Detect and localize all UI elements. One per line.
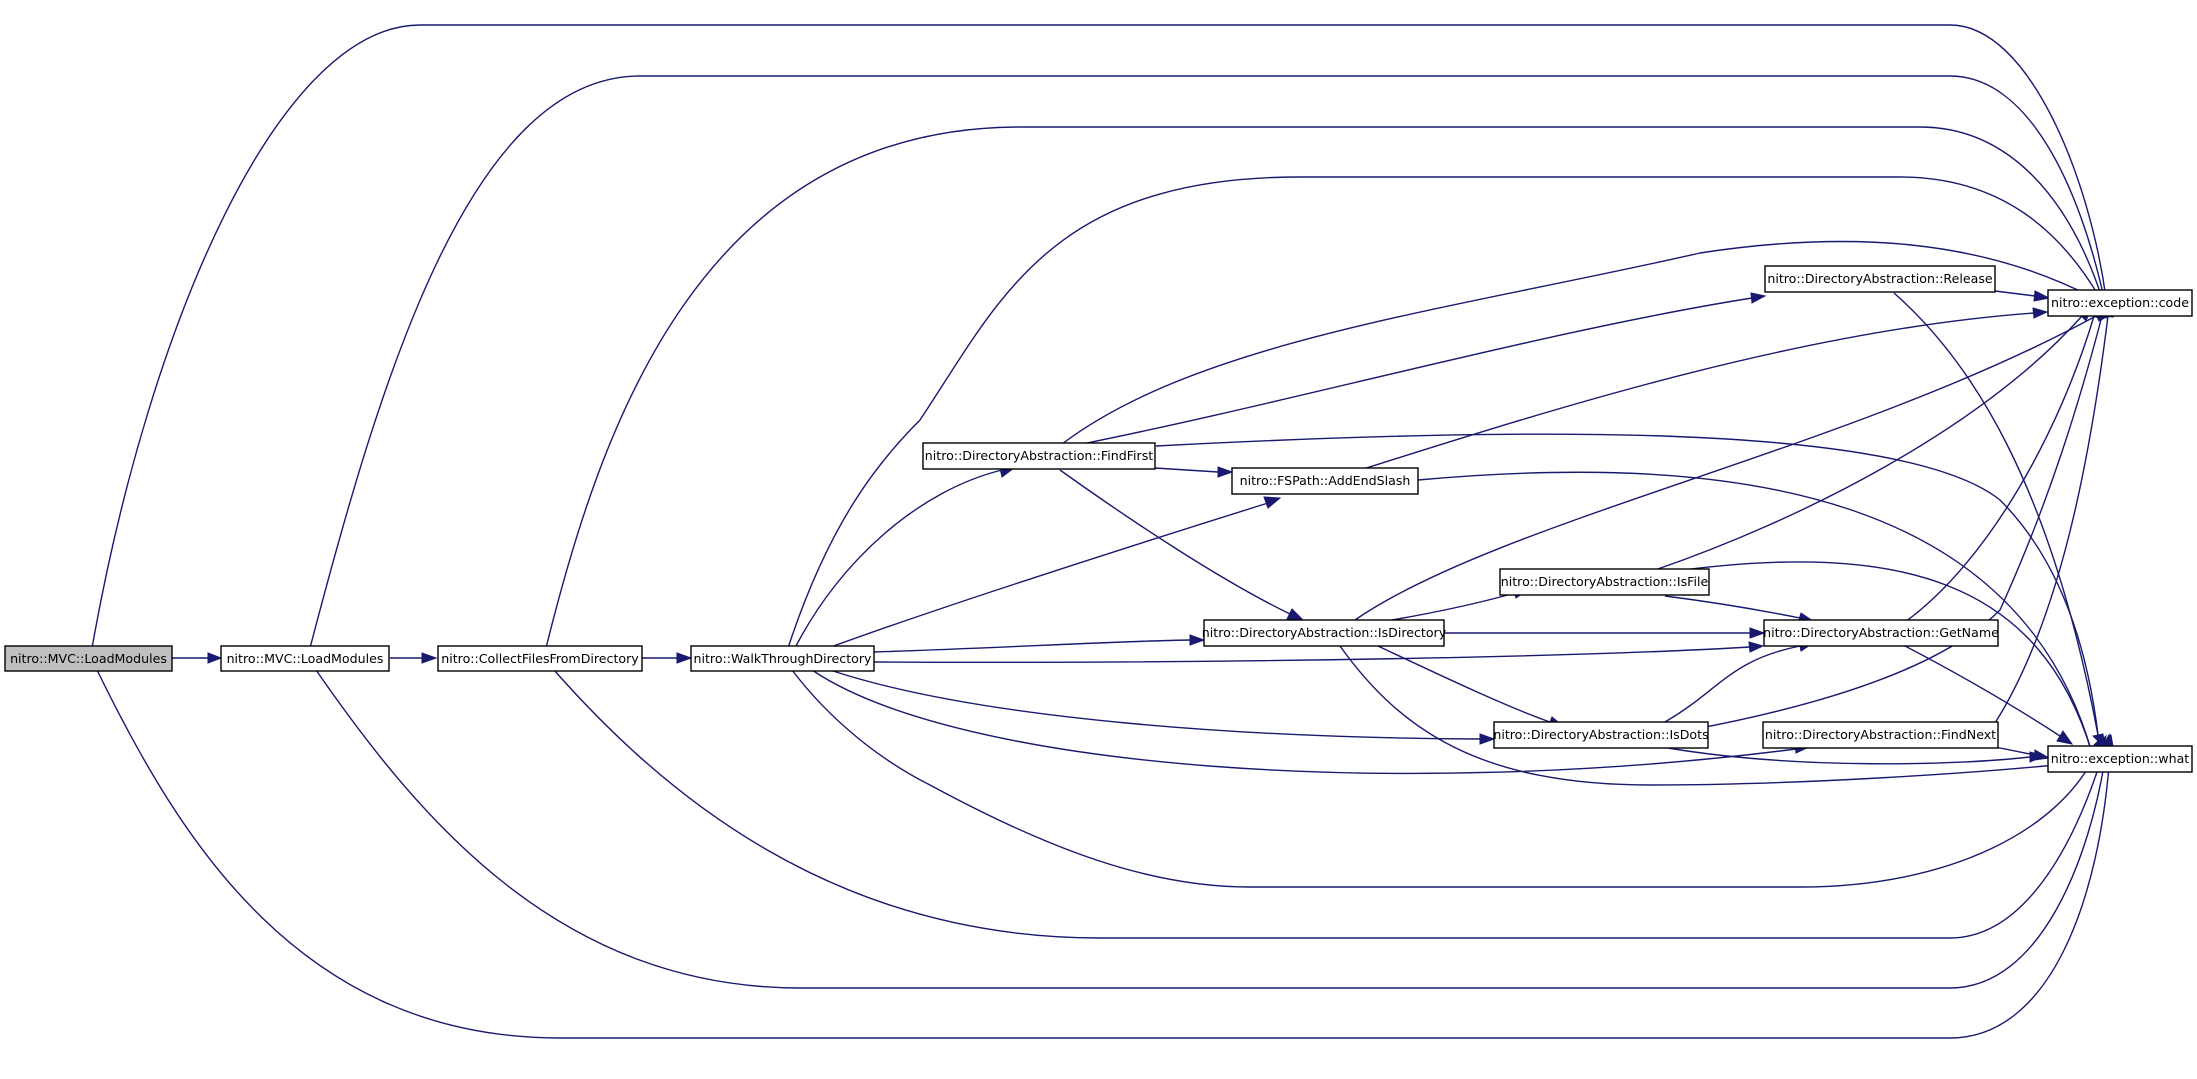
edge-isdots-to-what	[1667, 747, 2046, 765]
edge-wt-to-what	[791, 669, 2107, 888]
node-release[interactable]: nitro::DirectoryAbstraction::Release	[1764, 265, 1996, 293]
edge-wt-to-isdir	[873, 634, 1206, 653]
edge-rel-to-code	[1994, 290, 2051, 302]
edge-root-to-code	[91, 24, 2114, 649]
node-findfirst[interactable]: nitro::DirectoryAbstraction::FindFirst	[922, 442, 1156, 470]
edge-isdots-to-code	[1689, 301, 2108, 731]
node-label: nitro::DirectoryAbstraction::FindFirst	[925, 448, 1153, 463]
node-addendslash[interactable]: nitro::FSPath::AddEndSlash	[1231, 467, 1419, 495]
node-exception-code[interactable]: nitro::exception::code	[2047, 289, 2193, 317]
edge-isdir-to-gn	[1444, 627, 1766, 639]
edge-cf-to-wt	[642, 652, 693, 664]
node-mvc-loadmodules[interactable]: nitro::MVC::LoadModules	[220, 645, 390, 672]
edge-wt-to-aes	[827, 496, 1282, 649]
edge-cf-to-code	[545, 126, 2110, 649]
edge-cf-to-what	[553, 669, 2111, 939]
edge-isdir-to-what	[1339, 645, 2091, 786]
node-walkthroughdirectory[interactable]: nitro::WalkThroughDirectory	[690, 645, 875, 672]
node-label: nitro::FSPath::AddEndSlash	[1240, 473, 1411, 488]
edge-wt-to-code	[787, 176, 2110, 649]
node-label: nitro::exception::what	[2051, 751, 2190, 766]
node-root-mvc-loadmodules[interactable]: nitro::MVC::LoadModules	[4, 645, 173, 672]
edge-lm2-to-cf	[390, 652, 438, 664]
edge-ff-to-aes	[1154, 466, 1234, 478]
edge-aes-to-what	[1417, 471, 2101, 758]
node-label: nitro::DirectoryAbstraction::FindNext	[1765, 727, 1996, 742]
edge-lm2-to-what	[315, 669, 2113, 989]
node-label: nitro::MVC::LoadModules	[10, 651, 167, 666]
node-label: nitro::DirectoryAbstraction::Release	[1767, 271, 1993, 286]
node-isfile[interactable]: nitro::DirectoryAbstraction::IsFile	[1499, 568, 1710, 596]
edge-fn-to-what	[1994, 746, 2051, 761]
edge-ff-to-rel	[1081, 292, 1767, 445]
edge-rel-to-what	[1893, 292, 2106, 750]
edge-wt-to-gn	[873, 641, 1765, 664]
call-nodes: nitro::MVC::LoadModules nitro::MVC::Load…	[4, 265, 2193, 773]
node-isdirectory[interactable]: nitro::DirectoryAbstraction::IsDirectory	[1202, 619, 1447, 647]
node-exception-what[interactable]: nitro::exception::what	[2047, 745, 2193, 773]
node-findnext[interactable]: nitro::DirectoryAbstraction::FindNext	[1762, 721, 1999, 749]
node-getname[interactable]: nitro::DirectoryAbstraction::GetName	[1763, 619, 1999, 647]
node-label: nitro::DirectoryAbstraction::IsFile	[1501, 574, 1709, 589]
edge-lm2-to-code	[309, 75, 2112, 649]
edge-root-to-lm2	[172, 652, 223, 664]
edge-gn-to-what	[1904, 645, 2074, 745]
node-collectfilesfromdirectory[interactable]: nitro::CollectFilesFromDirectory	[437, 645, 643, 672]
node-label: nitro::DirectoryAbstraction::IsDots	[1493, 727, 1708, 742]
node-label: nitro::CollectFilesFromDirectory	[441, 651, 639, 666]
call-edges	[91, 24, 2116, 1039]
edge-isdots-to-gn	[1664, 640, 1815, 723]
node-isdots[interactable]: nitro::DirectoryAbstraction::IsDots	[1493, 721, 1709, 749]
node-label: nitro::WalkThroughDirectory	[694, 651, 872, 666]
node-label: nitro::MVC::LoadModules	[227, 651, 384, 666]
edge-wt-to-isdots	[829, 669, 1496, 745]
edge-isfile-to-gn	[1664, 595, 1815, 624]
node-label: nitro::DirectoryAbstraction::GetName	[1763, 625, 1999, 640]
node-label: nitro::DirectoryAbstraction::IsDirectory	[1202, 625, 1447, 640]
edge-aes-to-code	[1359, 307, 2049, 471]
node-label: nitro::exception::code	[2051, 295, 2189, 310]
edge-gn-to-code	[1904, 302, 2101, 623]
